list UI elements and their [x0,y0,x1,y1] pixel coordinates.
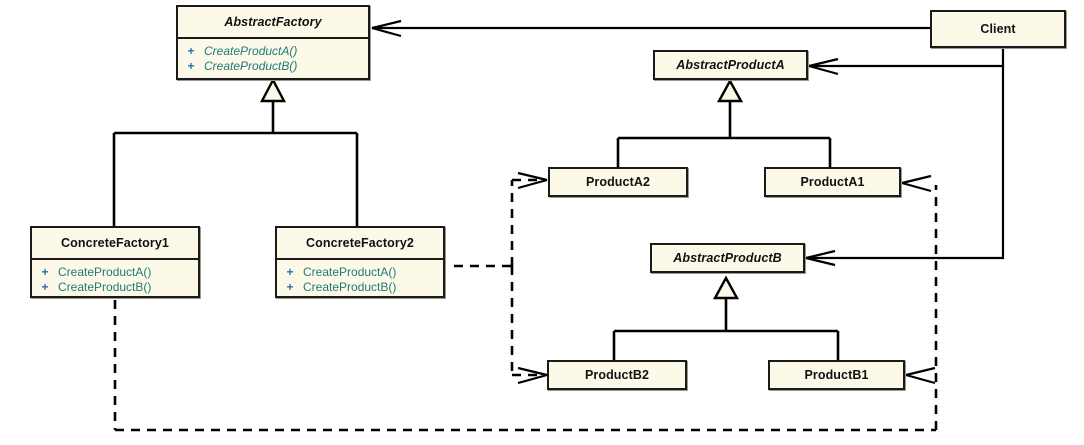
member-row: + CreateProductA() [32,265,198,280]
member-visibility: + [187,43,195,58]
class-node-product-a1[interactable]: ProductA1 [764,167,901,197]
association-client-abstractfactory [371,19,930,38]
member-signature: CreateProductA() [204,43,298,58]
generalization-triangle-product-b [712,275,740,300]
member-signature: CreateProductA() [58,264,152,279]
member-row: + CreateProductA() [277,265,443,280]
dependency-arrow-product-a2 [517,171,548,190]
dependency-concretefactory1 [113,185,938,432]
generalization-product-b [612,299,840,360]
member-signature: CreateProductB() [303,279,397,294]
class-title-product-a1: ProductA1 [800,174,865,189]
member-visibility: + [41,279,49,294]
class-members-concrete-factory-1: + CreateProductA() + CreateProductB() [32,257,198,301]
generalization-product-a [616,102,832,167]
generalization-factory [112,102,359,226]
member-row: + CreateProductA() [178,44,368,59]
member-visibility: + [41,264,49,279]
class-members-abstract-factory: + CreateProductA() + CreateProductB() [178,36,368,80]
class-node-concrete-factory-1[interactable]: ConcreteFactory1 + CreateProductA() + Cr… [30,226,200,298]
class-node-product-b1[interactable]: ProductB1 [768,360,905,390]
generalization-triangle-factory [260,77,286,103]
class-members-concrete-factory-2: + CreateProductA() + CreateProductB() [277,257,443,301]
class-node-concrete-factory-2[interactable]: ConcreteFactory2 + CreateProductA() + Cr… [275,226,445,298]
class-title-abstract-product-b: AbstractProductB [673,250,782,265]
member-signature: CreateProductB() [204,58,298,73]
dependency-arrow-product-b2 [517,366,548,385]
dependency-arrow-product-a1 [901,174,932,193]
dependency-concretefactory2 [454,178,545,377]
member-signature: CreateProductA() [303,264,397,279]
class-title-product-a2: ProductA2 [585,174,651,189]
association-client-abstractproductb [805,66,1005,267]
member-row: + CreateProductB() [178,59,368,74]
member-visibility: + [286,264,294,279]
class-title-product-b1: ProductB1 [804,367,869,382]
class-title-concrete-factory-2: ConcreteFactory2 [306,236,414,250]
member-visibility: + [187,58,195,73]
generalization-triangle-product-a [716,78,744,103]
member-visibility: + [286,279,294,294]
class-node-client[interactable]: Client [930,10,1066,48]
class-title-abstract-factory: AbstractFactory [224,15,322,29]
member-signature: CreateProductB() [58,279,152,294]
class-title-abstract-product-a: AbstractProductA [676,57,785,72]
class-node-product-b2[interactable]: ProductB2 [547,360,687,390]
association-client-abstractproducta [808,48,1005,76]
member-row: + CreateProductB() [277,280,443,295]
class-node-abstract-factory[interactable]: AbstractFactory + CreateProductA() + Cre… [176,5,370,80]
class-node-abstract-product-b[interactable]: AbstractProductB [650,243,805,273]
class-node-abstract-product-a[interactable]: AbstractProductA [653,50,808,80]
dependency-arrow-product-b1 [905,366,936,385]
class-node-product-a2[interactable]: ProductA2 [548,167,688,197]
class-title-client: Client [980,21,1016,36]
class-title-concrete-factory-1: ConcreteFactory1 [61,236,169,250]
member-row: + CreateProductB() [32,280,198,295]
class-title-product-b2: ProductB2 [584,367,650,382]
